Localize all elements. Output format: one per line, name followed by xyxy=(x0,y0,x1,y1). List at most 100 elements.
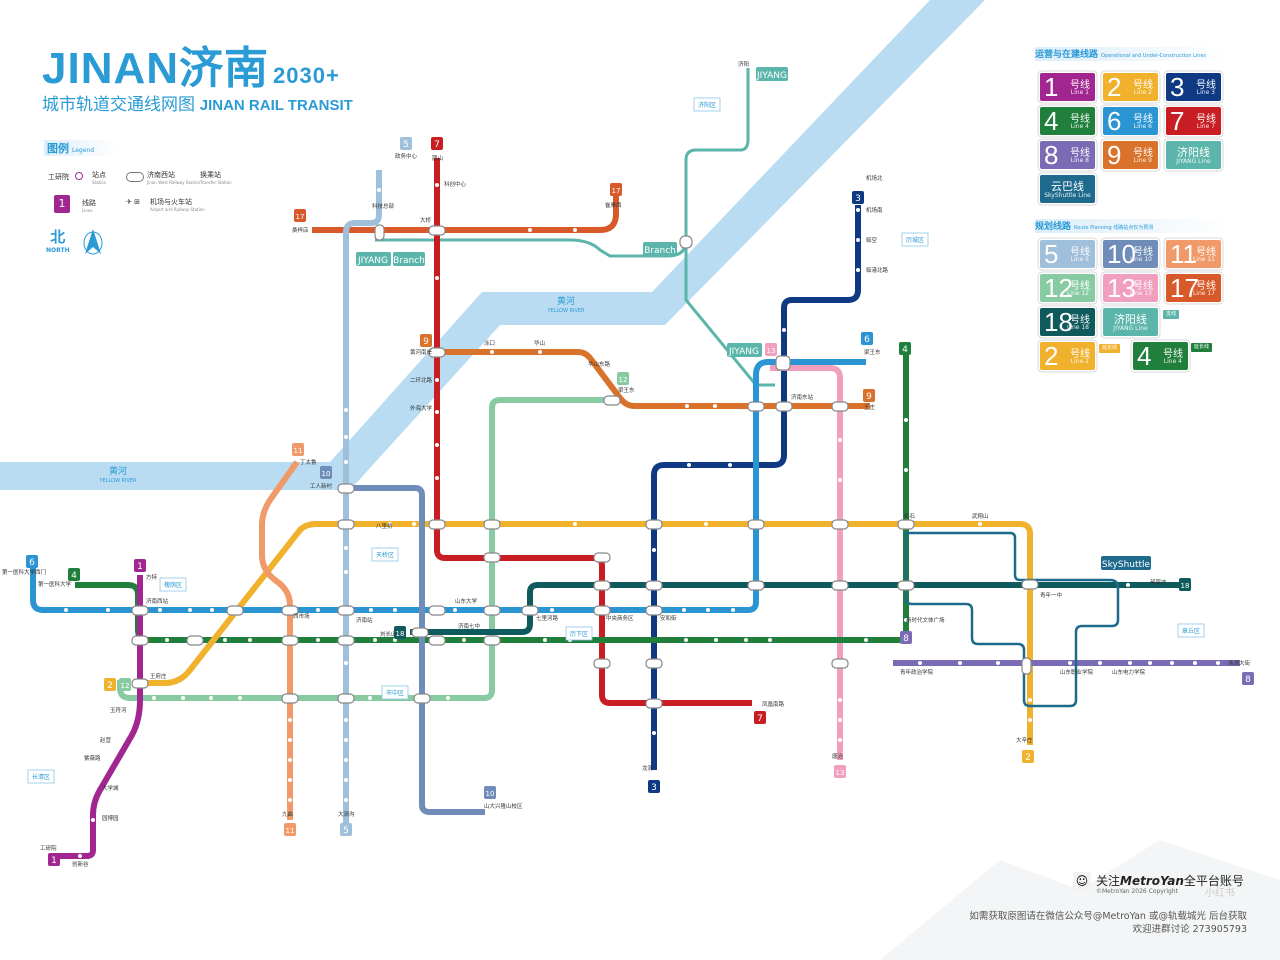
svg-text:大桥: 大桥 xyxy=(420,216,432,224)
line-1 xyxy=(58,575,143,859)
svg-text:济南西站: 济南西站 xyxy=(146,597,169,605)
svg-text:10: 10 xyxy=(322,470,331,478)
svg-text:郝家庄: 郝家庄 xyxy=(1150,578,1167,586)
svg-text:5: 5 xyxy=(403,140,409,150)
legend-station-example: 工研院 xyxy=(48,173,69,181)
svg-text:刘长山: 刘长山 xyxy=(380,630,397,638)
page-subtitle: 城市轨道交通线网图 JINAN RAIL TRANSIT xyxy=(42,90,353,115)
svg-text:11: 11 xyxy=(286,827,295,835)
title-cn: 济南 xyxy=(179,44,270,93)
svg-text:山东电力学院: 山东电力学院 xyxy=(1112,668,1146,676)
svg-text:9: 9 xyxy=(866,392,872,402)
svg-text:槐荫区: 槐荫区 xyxy=(164,581,182,589)
jiyang-line xyxy=(684,240,775,387)
svg-text:新时代文体广场: 新时代文体广场 xyxy=(906,616,945,624)
skyshuttle-line xyxy=(904,531,1120,708)
line-2 xyxy=(140,521,1033,745)
svg-text:历城区: 历城区 xyxy=(906,237,924,244)
transfer-stations xyxy=(131,224,1039,709)
svg-text:八里桥: 八里桥 xyxy=(376,522,393,530)
svg-text:王庄: 王庄 xyxy=(864,403,876,411)
svg-text:17: 17 xyxy=(296,213,305,221)
svg-text:18: 18 xyxy=(1181,582,1190,590)
river-label-2: 黄河 xyxy=(109,465,127,477)
svg-text:济南站: 济南站 xyxy=(356,616,373,624)
svg-text:2: 2 xyxy=(107,681,113,691)
svg-text:18: 18 xyxy=(396,630,405,638)
legend-line-badge: 1 xyxy=(54,195,70,213)
svg-text:4: 4 xyxy=(902,345,908,355)
footer-note: 如需获取原图请在微信公众号@MetroYan 或@轨载城光 后台获取 欢迎进群讨… xyxy=(969,911,1247,935)
svg-text:方特: 方特 xyxy=(146,573,158,581)
svg-text:泺口: 泺口 xyxy=(484,339,495,347)
svg-text:3: 3 xyxy=(651,783,657,793)
svg-text:大学城: 大学城 xyxy=(102,784,119,792)
svg-text:凤凰南路: 凤凰南路 xyxy=(762,700,785,708)
yellow-river xyxy=(0,0,985,490)
svg-text:二环北路: 二环北路 xyxy=(410,376,433,384)
svg-text:13: 13 xyxy=(836,769,845,777)
station-dots xyxy=(64,183,1220,858)
line-17 xyxy=(312,195,619,233)
svg-text:3: 3 xyxy=(855,194,861,204)
svg-text:丁太鲁: 丁太鲁 xyxy=(300,458,317,466)
title-year: 2030+ xyxy=(273,63,340,88)
svg-text:安和街: 安和街 xyxy=(660,614,677,622)
line-9 xyxy=(437,349,870,409)
transfer-capsule-icon xyxy=(126,172,144,182)
svg-text:1: 1 xyxy=(137,562,143,572)
river-label-1: 黄河 xyxy=(557,295,575,307)
svg-text:彩石: 彩石 xyxy=(904,512,916,520)
branch-label-1: Branch xyxy=(393,256,425,266)
svg-text:创新谷: 创新谷 xyxy=(72,860,89,868)
river-label-en-1: YELLOW RIVER xyxy=(546,308,585,314)
svg-text:青年政治学院: 青年政治学院 xyxy=(900,668,934,676)
svg-text:武翔山: 武翔山 xyxy=(972,512,989,520)
svg-text:济南东站: 济南东站 xyxy=(791,393,814,401)
svg-text:10: 10 xyxy=(486,790,495,798)
svg-text:工人新村: 工人新村 xyxy=(310,482,333,490)
svg-text:4: 4 xyxy=(71,571,77,581)
svg-text:园博园: 园博园 xyxy=(102,814,119,822)
svg-text:青年一中: 青年一中 xyxy=(1040,591,1062,599)
svg-text:紫薇路: 紫薇路 xyxy=(84,754,101,762)
svg-text:第一医科大学西门: 第一医科大学西门 xyxy=(2,568,46,576)
svg-text:清源大街: 清源大街 xyxy=(1228,659,1251,667)
north-arrow-icon xyxy=(83,229,103,255)
svg-text:历下区: 历下区 xyxy=(570,631,588,638)
svg-text:临港北路: 临港北路 xyxy=(866,266,889,274)
skyshuttle-label: SkyShuttle xyxy=(1102,560,1151,570)
svg-text:济阳: 济阳 xyxy=(738,60,749,68)
svg-text:第一医科大学: 第一医科大学 xyxy=(38,580,72,588)
subtitle-en: JINAN RAIL TRANSIT xyxy=(199,97,353,114)
line-5 xyxy=(343,170,382,825)
follow-text: 关注MetroYan全平台账号 ©MetroYan 2026 Copyright xyxy=(1096,874,1244,895)
line-badges: 5 7 17 17 3 9 12 6 9 4 11 10 6 4 1 18 18… xyxy=(26,137,1254,866)
branch-labels: JIYANG Branch JIYANG Branch JIYANG SkySh… xyxy=(356,67,1151,570)
